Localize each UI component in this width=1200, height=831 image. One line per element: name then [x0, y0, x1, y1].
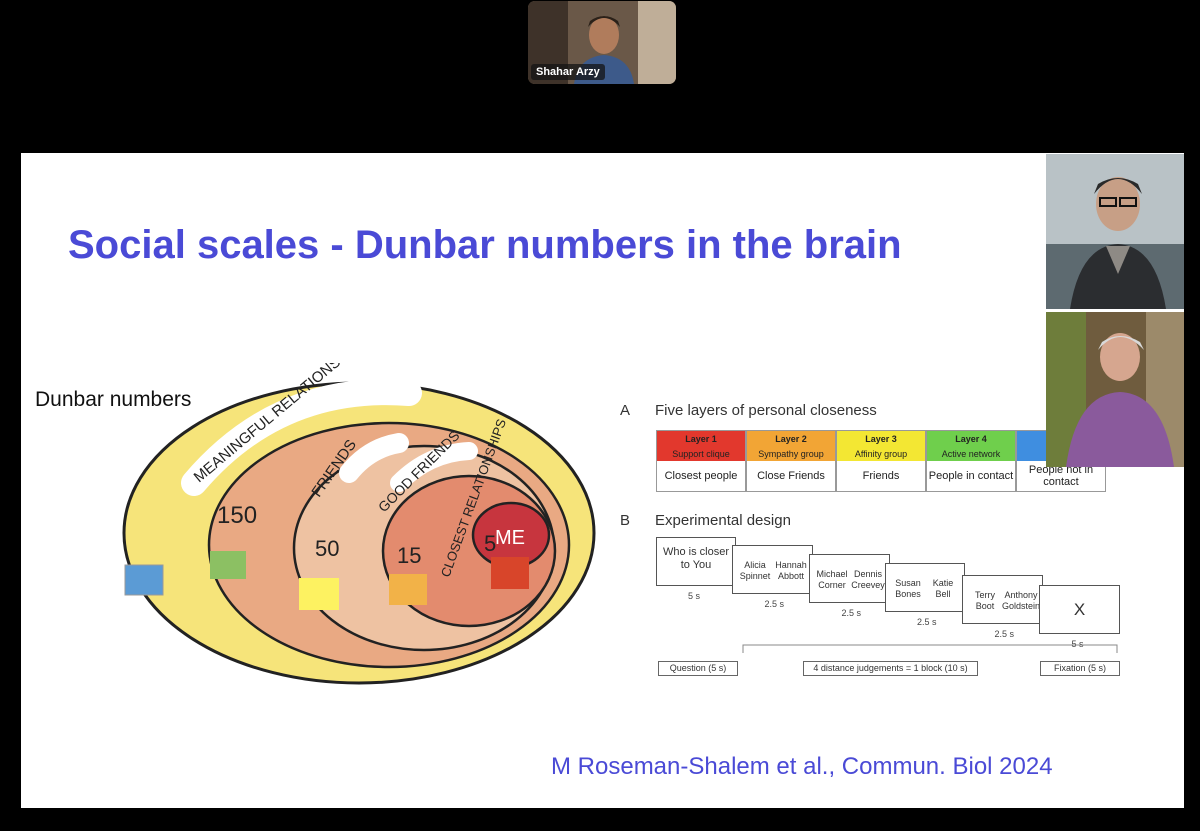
layer-group: Support clique [657, 447, 745, 461]
trial-name-right: Anthony Goldstein [1002, 590, 1041, 611]
trial-name-right: Dennis Creevey [851, 569, 885, 590]
trial-name-left: Alicia Spinnet [739, 560, 771, 581]
layer-group: Affinity group [837, 447, 925, 461]
layer-description: Friends [837, 461, 925, 491]
dunbar-numbers-label: Dunbar numbers [35, 388, 192, 411]
trial-name-right: Hannah Abbott [775, 560, 807, 581]
layer-name: Layer 1 [657, 431, 745, 447]
layer-group: Active network [927, 447, 1015, 461]
number-150: 150 [217, 502, 257, 529]
trial-screen: Terry Boot Anthony Goldstein [962, 575, 1043, 624]
trial-duration: 2.5 s [994, 629, 1015, 639]
panel-b-letter: B [620, 512, 631, 529]
participant-video-tile[interactable]: Shahar Arzy [528, 1, 676, 84]
dunbar-circles-figure: MEANINGFUL RELATIONSHIPS FRIENDS GOOD FR… [122, 363, 596, 685]
block-tag: 4 distance judgements = 1 block (10 s) [803, 661, 978, 676]
layer-description: Closest people [657, 461, 745, 491]
panel-a-heading: Five layers of personal closeness [655, 402, 877, 419]
swatch-orange [389, 574, 427, 605]
number-5: 5 [484, 531, 496, 556]
trial-name-left: Susan Bones [895, 578, 921, 599]
trial-screen: X [1039, 585, 1120, 634]
question-tag: Question (5 s) [658, 661, 738, 676]
center-me: ME [495, 527, 525, 549]
slide-title: Social scales - Dunbar numbers in the br… [68, 223, 902, 267]
swatch-yellow [299, 578, 339, 610]
author-photo-top [1046, 154, 1184, 309]
layer-name: Layer 2 [747, 431, 835, 447]
number-50: 50 [315, 536, 339, 561]
trial-duration: 5 s [688, 591, 701, 601]
trial-screen: Susan Bones Katie Bell [885, 563, 965, 612]
fixation-tag: Fixation (5 s) [1040, 661, 1120, 676]
trial-name-right: Katie Bell [932, 578, 954, 599]
trial-text-a: Who is closer [662, 546, 730, 558]
panel-a-letter: A [620, 402, 631, 419]
trial-name-left: Michael Corner [816, 569, 848, 590]
trial-text-b: to You [680, 559, 712, 571]
block-bracket [742, 644, 1118, 653]
citation: M Roseman-Shalem et al., Commun. Biol 20… [551, 753, 1053, 780]
layer-name: Layer 3 [837, 431, 925, 447]
layer-group: Sympathy group [747, 447, 835, 461]
trial-duration: 2.5 s [764, 599, 785, 609]
trial-duration: 2.5 s [841, 608, 862, 618]
trial-duration: 2.5 s [917, 617, 937, 627]
presentation-slide: Social scales - Dunbar numbers in the br… [21, 153, 1184, 808]
panel-b-heading: Experimental design [655, 512, 791, 529]
swatch-green [210, 551, 246, 579]
number-15: 15 [397, 543, 421, 568]
layer-name: Layer 4 [927, 431, 1015, 447]
swatch-red [491, 557, 529, 589]
participant-name: Shahar Arzy [531, 64, 605, 80]
trial-duration: 5 s [1071, 639, 1084, 649]
author-photo-bottom [1046, 312, 1184, 467]
layer-description: People in contact [927, 461, 1015, 491]
swatch-blue [124, 564, 164, 596]
fixation-cross: X [1073, 600, 1086, 619]
layer-description: Close Friends [747, 461, 835, 491]
trial-name-left: Terry Boot [975, 590, 995, 611]
